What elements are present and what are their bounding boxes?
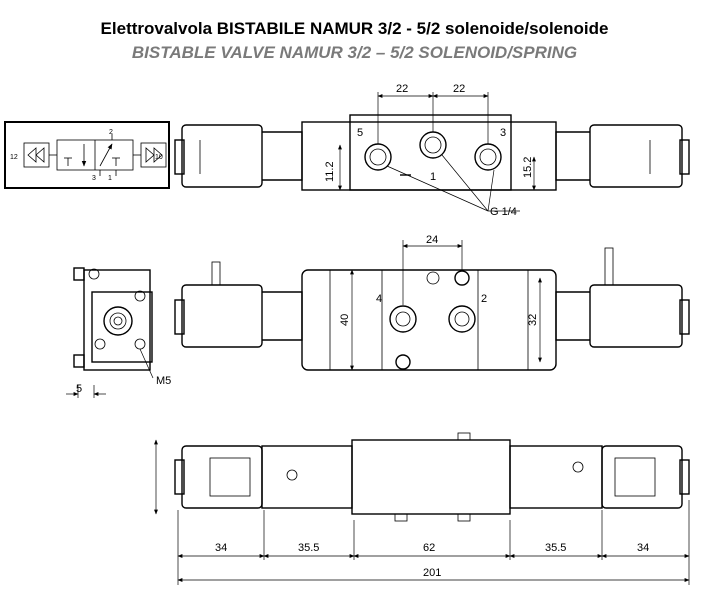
- port-3-label: 3: [500, 127, 506, 139]
- port-1-label: 1: [430, 171, 436, 183]
- bottom-view: 34 35.5 62 35.5 34 201: [154, 432, 690, 585]
- port-2-label: 2: [481, 293, 487, 305]
- symbol-port-12: 12: [10, 154, 18, 161]
- dim-side-offset: 5: [76, 383, 82, 395]
- dim-height-right: 15.2: [522, 157, 534, 178]
- symbol-port-2: 2: [109, 129, 113, 136]
- port-5-label: 5: [357, 127, 363, 139]
- dim-inner-height: 32: [527, 314, 539, 326]
- dim-segment-4: 35.5: [545, 542, 566, 554]
- symbol-port-3: 3: [92, 175, 96, 182]
- dim-segment-1: 34: [215, 542, 227, 554]
- symbol-port-1: 1: [108, 175, 112, 182]
- dim-segment-2: 35.5: [298, 542, 319, 554]
- dim-segment-3: 62: [423, 542, 435, 554]
- pneumatic-symbol: 12 10 2 3 1: [4, 121, 170, 189]
- dim-center-spacing: 24: [426, 234, 438, 246]
- thread-label: G 1/4: [490, 206, 517, 218]
- symbol-port-10: 10: [155, 154, 163, 161]
- side-view: 5 M5: [66, 267, 171, 398]
- dim-port-spacing-left: 22: [396, 83, 408, 95]
- dim-height-left: 11.2: [324, 161, 336, 182]
- port-4-label: 4: [376, 293, 382, 305]
- dim-total-length: 201: [423, 567, 441, 579]
- dim-port-spacing-right: 22: [453, 83, 465, 95]
- title-italian: Elettrovalvola BISTABILE NAMUR 3/2 - 5/2…: [100, 19, 609, 38]
- title-english: BISTABLE VALVE NAMUR 3/2 – 5/2 SOLENOID/…: [131, 43, 578, 62]
- dim-segment-5: 34: [637, 542, 649, 554]
- top-view: 22 22 11.2 15.2 5 1 3 G 1/4: [174, 83, 690, 218]
- screw-label: M5: [156, 375, 171, 387]
- front-view: 24 40 32 4 2: [174, 234, 690, 371]
- dim-body-height: 40: [339, 314, 351, 326]
